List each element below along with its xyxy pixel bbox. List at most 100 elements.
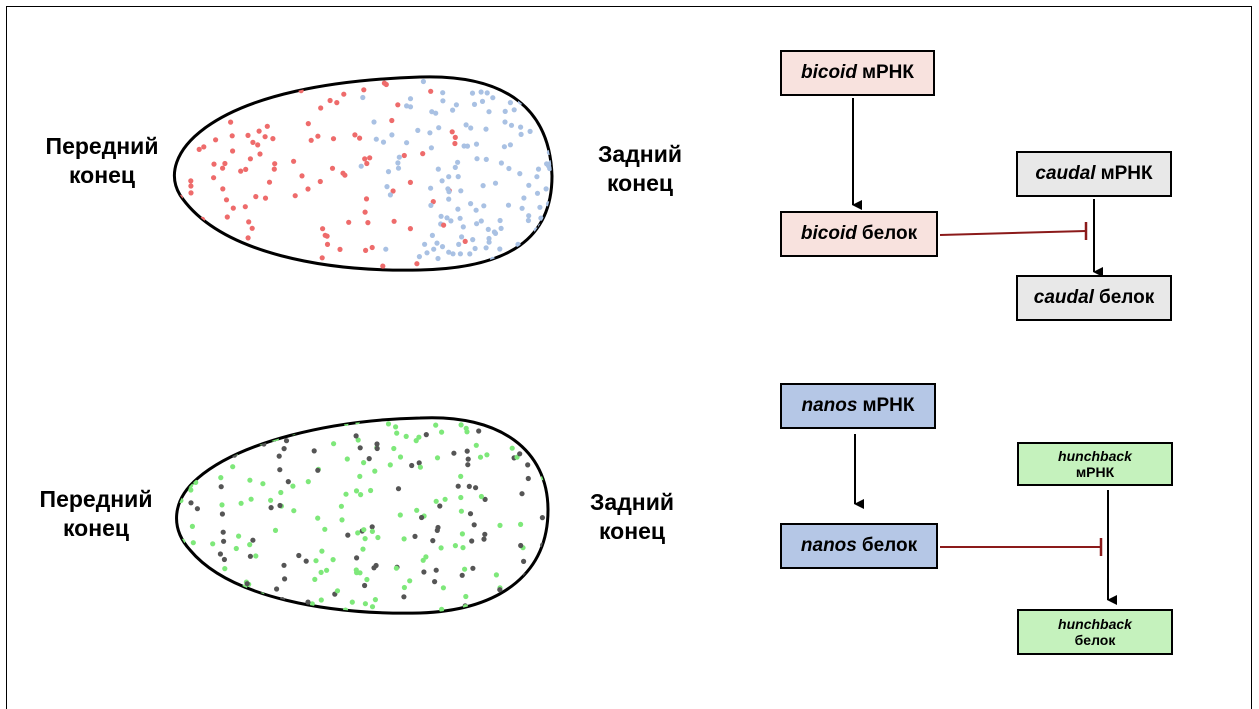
dark-dot: [497, 587, 503, 593]
red-dot: [202, 112, 208, 118]
green-dot: [361, 527, 367, 533]
red-dot: [329, 165, 336, 171]
green-dot: [360, 546, 366, 552]
blue-dot: [540, 110, 546, 116]
blue-dot: [492, 180, 499, 186]
red-dot: [430, 199, 436, 205]
dark-dot: [423, 432, 429, 438]
blue-dot: [407, 96, 414, 102]
blue-dot: [429, 109, 435, 115]
green-dot: [276, 417, 282, 423]
dark-dot: [191, 454, 197, 460]
green-dot: [375, 534, 381, 541]
red-dot: [334, 100, 340, 106]
red-dot: [262, 134, 268, 140]
blue-dot: [527, 128, 533, 134]
green-dot: [393, 565, 399, 571]
blue-dot: [429, 232, 435, 238]
dark-dot: [455, 483, 461, 489]
blue-dot: [483, 245, 489, 251]
red-dot: [452, 140, 458, 147]
red-dot: [441, 222, 447, 228]
red-dot: [220, 186, 226, 192]
blue-dot: [424, 250, 430, 256]
blue-dot: [518, 131, 524, 137]
blue-dot: [395, 160, 401, 166]
red-dot: [283, 77, 289, 83]
green-dot: [189, 523, 195, 530]
green-dot: [238, 500, 244, 506]
blue-dot: [433, 110, 439, 116]
dark-dot: [467, 511, 474, 517]
green-dot: [291, 508, 297, 514]
red-dot: [193, 225, 199, 231]
blue-dot: [446, 249, 452, 255]
red-dot: [188, 183, 194, 189]
red-dot: [315, 133, 321, 139]
red-dot: [428, 88, 434, 94]
red-dot: [296, 82, 302, 88]
green-dot: [459, 531, 465, 537]
blue-dot: [481, 203, 487, 209]
green-dot: [190, 540, 196, 546]
green-dot: [477, 454, 484, 460]
dark-dot: [430, 538, 436, 544]
green-dot: [542, 597, 548, 603]
green-dot: [372, 468, 378, 474]
red-dot: [291, 158, 297, 164]
dark-dot: [466, 483, 472, 489]
blue-dot: [428, 202, 434, 208]
green-dot: [355, 437, 361, 443]
red-dot: [462, 238, 468, 244]
dark-dot: [476, 428, 482, 434]
red-dot: [401, 152, 407, 159]
anterior-end-label-top: Передний конец: [36, 132, 168, 190]
bicoid-protein-suffix: белок: [861, 223, 918, 244]
dark-dot: [353, 433, 359, 439]
green-dot: [458, 473, 464, 479]
bicoid-protein-gene: bicoid: [800, 223, 857, 244]
red-dot: [364, 160, 370, 167]
blue-dot: [538, 215, 544, 221]
green-dot: [493, 572, 499, 578]
dark-dot: [221, 556, 227, 563]
blue-dot: [468, 125, 474, 131]
green-dot: [369, 528, 375, 535]
green-dot: [438, 545, 444, 551]
green-dot: [353, 567, 359, 573]
green-dot: [433, 498, 439, 504]
red-dot: [452, 134, 458, 140]
green-dot: [361, 460, 367, 466]
red-dot: [363, 247, 369, 253]
red-dot: [271, 166, 277, 172]
blue-dot: [511, 107, 517, 113]
green-dot: [397, 512, 403, 518]
green-dot: [434, 455, 441, 461]
dark-dot: [481, 536, 487, 542]
blue-dot: [446, 196, 452, 202]
red-dot: [292, 193, 298, 199]
green-dot: [393, 424, 399, 430]
green-dot: [518, 521, 524, 528]
blue-dot: [485, 226, 491, 232]
green-dot: [223, 593, 229, 599]
red-dot: [222, 160, 228, 167]
blue-dot: [469, 90, 476, 96]
blue-dot: [455, 174, 461, 180]
blue-dot: [463, 122, 469, 128]
red-dot: [324, 241, 331, 247]
dark-dot: [401, 594, 407, 600]
green-dot: [387, 462, 393, 468]
blue-dot: [534, 190, 541, 196]
red-dot: [268, 87, 274, 93]
blue-dot: [446, 174, 452, 180]
green-dot: [334, 588, 341, 594]
dark-dot: [247, 553, 253, 559]
dark-dot: [219, 511, 225, 517]
green-dot: [339, 517, 345, 523]
red-dot: [262, 195, 269, 201]
dark-dot: [177, 477, 183, 483]
dark-dot: [539, 515, 546, 521]
green-dot: [484, 452, 490, 458]
